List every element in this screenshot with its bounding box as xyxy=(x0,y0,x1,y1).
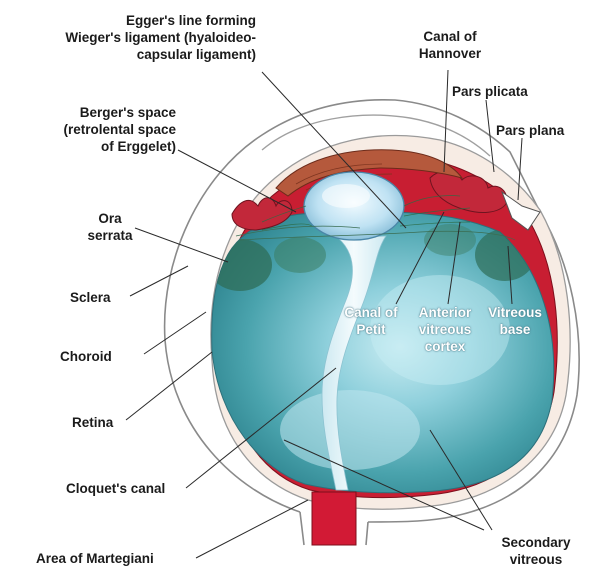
label-line: Retina xyxy=(72,414,113,431)
label-line: Vitreous xyxy=(480,304,550,321)
label-bergers-space: Berger's space (retrolental space of Erg… xyxy=(30,104,176,155)
label-area-of-martegiani: Area of Martegiani xyxy=(36,550,154,567)
label-sclera: Sclera xyxy=(70,289,111,306)
label-line: Hannover xyxy=(400,45,500,62)
label-secondary-vitreous: Secondary vitreous xyxy=(486,534,586,568)
optic-nerve xyxy=(312,492,356,545)
label-line: capsular ligament) xyxy=(24,46,256,63)
label-pars-plicata: Pars plicata xyxy=(452,83,528,100)
label-line: Canal of xyxy=(400,28,500,45)
label-line: vitreous xyxy=(486,551,586,568)
label-vitreous-base: Vitreous base xyxy=(480,304,550,338)
label-line: base xyxy=(480,321,550,338)
label-line: Area of Martegiani xyxy=(36,550,154,567)
label-line: Canal of xyxy=(336,304,406,321)
label-eggers-line: Egger's line forming Wieger's ligament (… xyxy=(24,12,256,63)
label-line: Petit xyxy=(336,321,406,338)
label-canal-of-petit: Canal of Petit xyxy=(336,304,406,338)
label-line: Sclera xyxy=(70,289,111,306)
label-line: Wieger's ligament (hyaloideo- xyxy=(24,29,256,46)
label-cloquets-canal: Cloquet's canal xyxy=(66,480,165,497)
label-line: of Erggelet) xyxy=(30,138,176,155)
label-pars-plana: Pars plana xyxy=(496,122,564,139)
label-line: cortex xyxy=(408,338,482,355)
label-line: Pars plicata xyxy=(452,83,528,100)
label-line: Cloquet's canal xyxy=(66,480,165,497)
label-line: Ora xyxy=(80,210,140,227)
label-line: Egger's line forming xyxy=(24,12,256,29)
label-line: Anterior xyxy=(408,304,482,321)
label-choroid: Choroid xyxy=(60,348,112,365)
label-line: serrata xyxy=(80,227,140,244)
label-ora-serrata: Ora serrata xyxy=(80,210,140,244)
label-anterior-vitreous-cortex: Anterior vitreous cortex xyxy=(408,304,482,355)
label-line: Pars plana xyxy=(496,122,564,139)
label-line: Berger's space xyxy=(30,104,176,121)
label-line: Choroid xyxy=(60,348,112,365)
label-line: (retrolental space xyxy=(30,121,176,138)
label-retina: Retina xyxy=(72,414,113,431)
label-canal-of-hannover: Canal of Hannover xyxy=(400,28,500,62)
label-line: vitreous xyxy=(408,321,482,338)
label-line: Secondary xyxy=(486,534,586,551)
